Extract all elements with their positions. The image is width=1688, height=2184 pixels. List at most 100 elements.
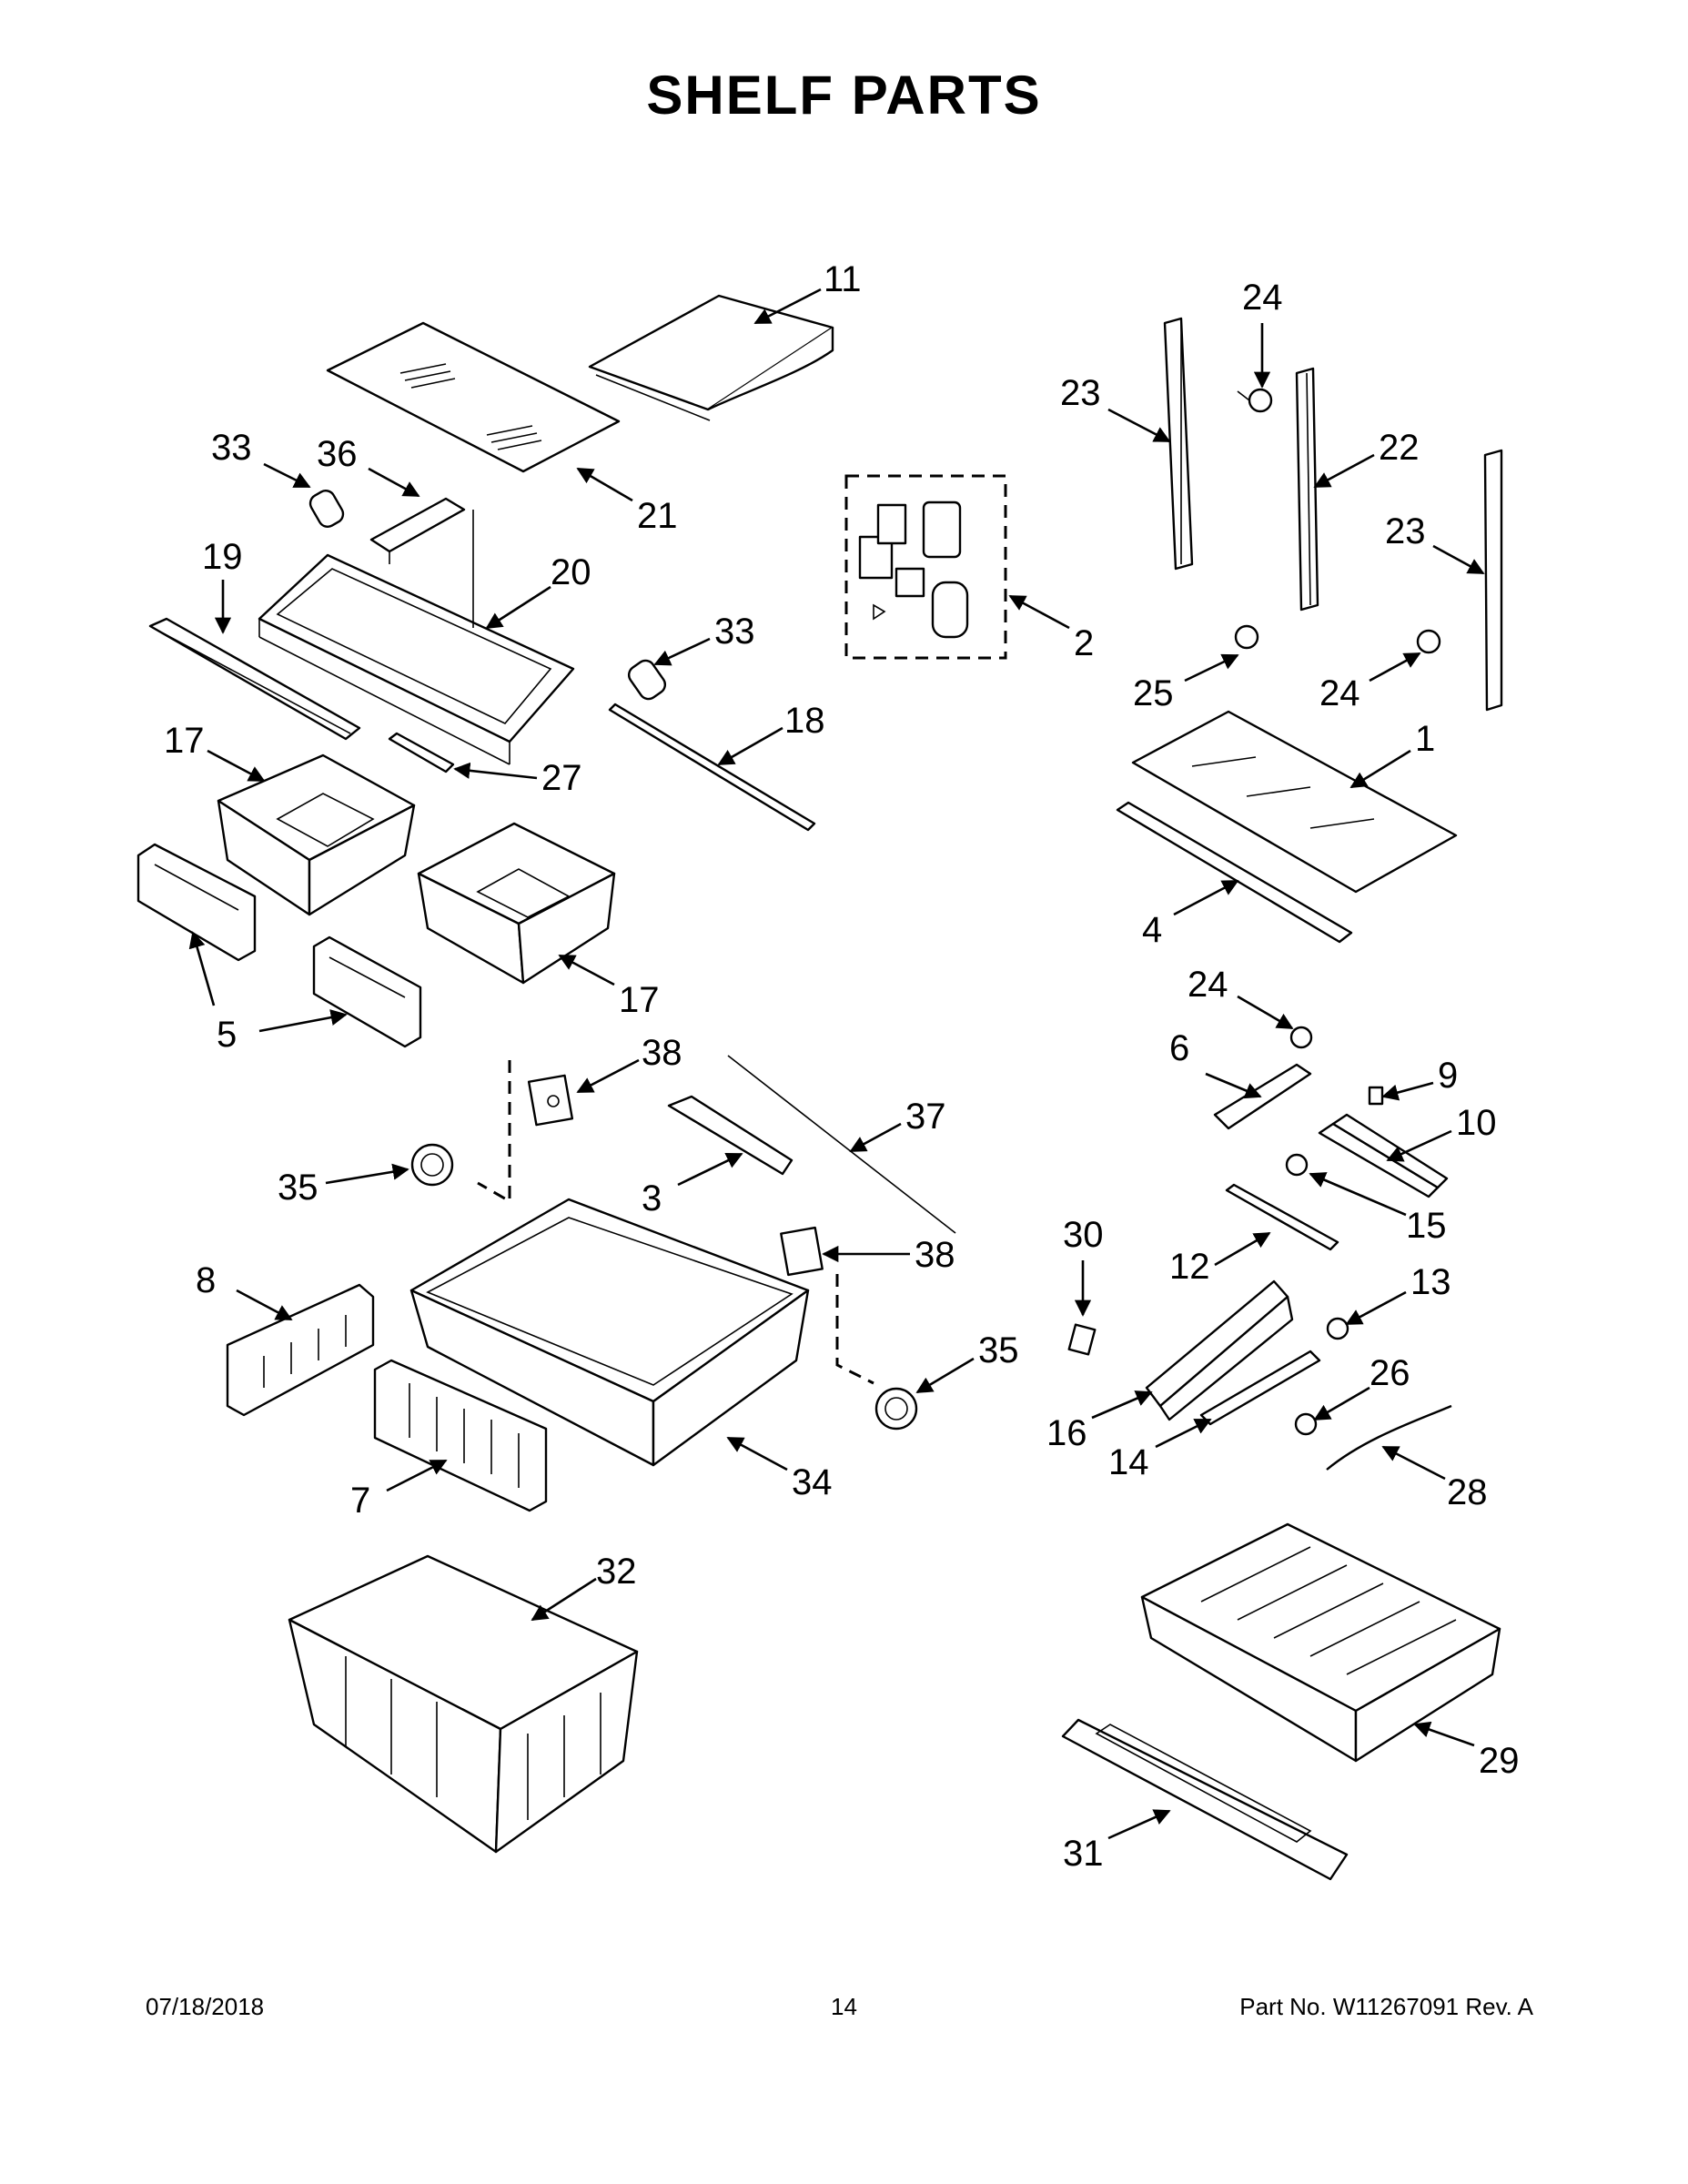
rail-part-12	[1225, 1183, 1339, 1251]
drawer-handle-part-5-lower	[312, 935, 422, 1048]
callout-5: 5	[188, 931, 348, 1055]
wire-basket-part-34	[409, 1198, 810, 1467]
callout-33-middle: 33	[653, 612, 755, 666]
svg-text:23: 23	[1060, 373, 1101, 413]
wire-part-28	[1326, 1404, 1452, 1471]
svg-text:33: 33	[211, 428, 252, 468]
svg-text:1: 1	[1415, 719, 1435, 759]
callout-12: 12	[1169, 1231, 1271, 1287]
clip-part-38-upper	[527, 1074, 574, 1127]
svg-text:32: 32	[596, 1552, 637, 1592]
callout-10: 10	[1386, 1103, 1497, 1162]
svg-text:19: 19	[202, 537, 243, 577]
svg-text:30: 30	[1063, 1215, 1104, 1255]
svg-text:2: 2	[1074, 623, 1094, 663]
footer-page-number: 14	[831, 1993, 857, 2020]
callout-28: 28	[1381, 1445, 1488, 1512]
svg-text:25: 25	[1133, 673, 1174, 713]
gear-part-35-right	[874, 1387, 918, 1431]
callout-20: 20	[485, 552, 591, 630]
callout-11: 11	[753, 259, 862, 325]
svg-text:3: 3	[642, 1178, 662, 1218]
callout-22: 22	[1313, 428, 1420, 489]
callout-35-right: 35	[915, 1330, 1019, 1394]
callout-7: 7	[350, 1459, 448, 1521]
callout-1: 1	[1349, 719, 1435, 789]
callout-4: 4	[1142, 879, 1239, 950]
handle-part-31	[1061, 1718, 1349, 1881]
divider-part-7	[373, 1359, 548, 1512]
rail-part-22	[1295, 367, 1319, 612]
svg-text:21: 21	[637, 496, 678, 536]
svg-text:38: 38	[642, 1033, 682, 1073]
svg-text:9: 9	[1438, 1056, 1458, 1096]
rail-part-23-right	[1483, 449, 1503, 712]
svg-text:12: 12	[1169, 1247, 1210, 1287]
slide-housing-part-16	[1145, 1279, 1294, 1421]
callout-23-left: 23	[1060, 373, 1171, 443]
callout-26: 26	[1313, 1353, 1410, 1421]
bracket-part-27	[388, 732, 455, 774]
clip-part-9	[1368, 1086, 1384, 1106]
bin-part-32	[288, 1554, 639, 1854]
rod-part-18	[608, 703, 816, 832]
rail-part-36	[369, 497, 466, 564]
tray-part-29	[1140, 1522, 1501, 1763]
glass-shelf-part-21	[326, 321, 621, 473]
screw-part-13	[1326, 1317, 1349, 1340]
callout-24-lower: 24	[1188, 965, 1294, 1030]
callout-15: 15	[1309, 1172, 1447, 1246]
svg-text:10: 10	[1456, 1103, 1497, 1143]
screw-part-24-mid	[1416, 629, 1441, 654]
callout-38-lower: 38	[822, 1235, 955, 1275]
slide-part-10	[1318, 1113, 1449, 1198]
callout-18: 18	[717, 701, 825, 766]
svg-text:27: 27	[541, 758, 582, 798]
clip-part-38-lower	[780, 1226, 824, 1277]
svg-text:34: 34	[792, 1462, 833, 1502]
rail-part-23-left	[1163, 317, 1194, 571]
callout-29: 29	[1413, 1721, 1520, 1781]
svg-text:18: 18	[784, 701, 825, 741]
svg-text:24: 24	[1188, 965, 1228, 1005]
svg-text:14: 14	[1108, 1442, 1149, 1482]
callout-16: 16	[1046, 1390, 1153, 1453]
cap-part-33-middle	[627, 659, 667, 701]
svg-text:24: 24	[1242, 278, 1283, 318]
shelf-frame-part-20	[258, 510, 575, 765]
svg-text:35: 35	[278, 1168, 318, 1208]
callout-30: 30	[1063, 1215, 1104, 1317]
svg-text:31: 31	[1063, 1834, 1104, 1874]
trim-strip-part-19	[148, 617, 361, 741]
callout-17-right: 17	[558, 954, 660, 1020]
svg-text:7: 7	[350, 1481, 370, 1521]
svg-text:33: 33	[714, 612, 755, 652]
svg-text:8: 8	[196, 1260, 216, 1300]
callout-25: 25	[1133, 653, 1239, 713]
callout-19: 19	[202, 537, 243, 634]
svg-text:35: 35	[978, 1330, 1019, 1370]
svg-text:26: 26	[1370, 1353, 1410, 1393]
rail-part-3	[667, 1095, 793, 1176]
svg-text:5: 5	[217, 1015, 237, 1055]
screw-part-15	[1285, 1153, 1309, 1177]
callout-13: 13	[1345, 1262, 1451, 1326]
screw-part-25	[1234, 624, 1259, 650]
svg-text:15: 15	[1406, 1206, 1447, 1246]
clip-part-30	[1067, 1323, 1097, 1356]
callout-6: 6	[1169, 1028, 1262, 1099]
callout-36: 36	[317, 434, 420, 498]
callout-23-right: 23	[1385, 511, 1485, 575]
callout-33-left: 33	[211, 428, 311, 489]
svg-text:24: 24	[1319, 673, 1360, 713]
trim-part-4	[1116, 801, 1353, 944]
callout-37: 37	[849, 1097, 946, 1153]
svg-text:20: 20	[551, 552, 591, 592]
svg-text:38: 38	[915, 1235, 955, 1275]
callout-14: 14	[1108, 1418, 1212, 1482]
svg-text:37: 37	[905, 1097, 946, 1137]
gear-part-35-left	[410, 1143, 454, 1187]
crisper-drawer-part-17-right	[417, 822, 616, 985]
callout-24-top: 24	[1242, 278, 1283, 389]
